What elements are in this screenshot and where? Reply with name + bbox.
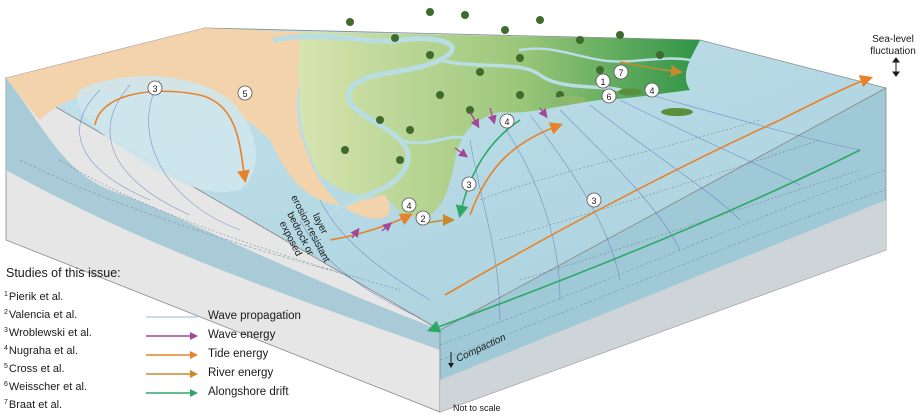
wave-propagation-line-icon: [146, 316, 198, 318]
study-item: 6Weisscher et al.: [4, 381, 87, 393]
study-marker: 4: [644, 82, 660, 98]
tide-energy-arrow-icon: [146, 351, 198, 359]
strata-line: [439, 169, 887, 346]
wave-energy-arrow-icon: [146, 332, 198, 340]
legend-title: Studies of this issue:: [6, 266, 121, 280]
svg-text:7: 7: [618, 68, 623, 78]
svg-text:3: 3: [152, 84, 157, 94]
study-marker: 2: [415, 210, 431, 226]
study-marker: 3: [461, 176, 477, 192]
not-to-scale-label: Not to scale: [453, 403, 501, 413]
study-item: 3Wroblewski et al.: [4, 327, 92, 339]
river-channel: [438, 58, 622, 92]
svg-text:2: 2: [420, 214, 425, 224]
tree-cluster: [341, 8, 664, 164]
sea-level-arrow-icon: [892, 57, 900, 77]
study-marker: 7: [613, 64, 629, 80]
lagoon: [76, 76, 257, 192]
wave-energy-arrows: [350, 107, 548, 239]
study-marker: 3: [147, 80, 163, 96]
study-marker: 5: [237, 85, 253, 101]
sea-level-label: Sea-level: [872, 34, 914, 45]
river-energy-arrow-icon: [146, 370, 198, 378]
svg-text:5: 5: [242, 89, 247, 99]
sea-side-face: [6, 78, 440, 350]
sea-level-label: fluctuation: [870, 46, 916, 57]
vegetated-island: [618, 88, 642, 96]
svg-text:3: 3: [591, 196, 596, 206]
river-channel: [398, 135, 478, 187]
river-channel: [518, 47, 692, 63]
study-item: 4Nugraha et al.: [4, 345, 79, 357]
legend: Studies of this issue: 1Pierik et al. 2V…: [4, 266, 301, 411]
study-marker: 6: [601, 88, 617, 104]
vegetated-island: [661, 108, 693, 116]
svg-text:4: 4: [406, 201, 411, 211]
tide-energy-arrows: [94, 75, 874, 296]
strata-line: [439, 189, 887, 361]
sand-dune-field: [6, 28, 390, 219]
study-item: 1Pierik et al.: [4, 291, 64, 303]
study-marker: 1: [595, 73, 611, 89]
block-right-face-lower: [440, 200, 886, 412]
bathymetry-contours: [59, 119, 861, 291]
study-item: 5Cross et al.: [4, 363, 65, 375]
svg-text:4: 4: [649, 86, 654, 96]
alongshore-drift-arrow-icon: [146, 389, 198, 397]
study-marker: 4: [401, 197, 417, 213]
study-marker: 3: [586, 192, 602, 208]
study-item: 2Valencia et al.: [4, 309, 78, 321]
svg-text:4: 4: [504, 117, 509, 127]
svg-text:3: 3: [466, 180, 471, 190]
svg-text:6: 6: [606, 92, 611, 102]
study-item: 7Braat et al.: [4, 399, 63, 411]
study-marker: 4: [499, 113, 515, 129]
vegetated-island: [554, 96, 586, 104]
svg-text:1: 1: [600, 77, 605, 87]
wave-propagation-lines: [79, 79, 861, 321]
